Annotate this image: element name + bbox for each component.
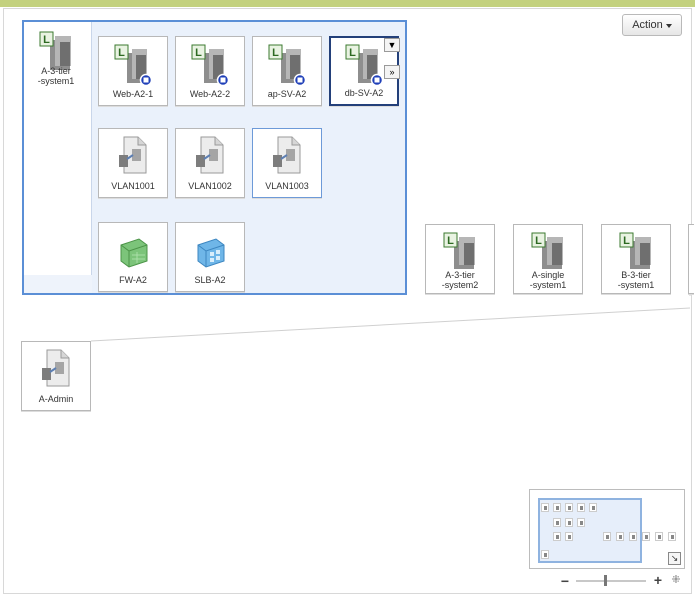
system-label-line2: -system1 bbox=[529, 280, 567, 290]
zoom-out-icon[interactable]: − bbox=[560, 573, 570, 589]
minimap-node bbox=[603, 532, 611, 541]
node-expand-button[interactable]: » bbox=[384, 65, 400, 79]
minimap-node bbox=[565, 503, 573, 512]
fit-to-screen-icon[interactable]: ⁜ bbox=[671, 574, 681, 586]
system-label: A-3-tier -system1 bbox=[22, 66, 90, 86]
minimap-node bbox=[577, 503, 585, 512]
action-menu-button[interactable]: Action bbox=[622, 14, 682, 36]
device-label: FW-A2 bbox=[119, 275, 147, 285]
system-label: A-3-tier -system2 bbox=[426, 270, 494, 290]
system-node-b-3-tier-system1[interactable]: L B-3-tier -system1 bbox=[601, 224, 671, 294]
system-label-line2: -system1 bbox=[617, 280, 655, 290]
minimap-node bbox=[668, 532, 676, 541]
svg-text:L: L bbox=[535, 235, 542, 247]
network-document-icon bbox=[119, 136, 147, 174]
system-label-line2: -system1 bbox=[37, 76, 75, 86]
minimap-node bbox=[589, 503, 597, 512]
vlan-label: VLAN1001 bbox=[111, 181, 155, 191]
system-label-line1: B-3-tier bbox=[621, 270, 651, 280]
l-server-icon: L bbox=[619, 232, 651, 269]
minimap-node bbox=[577, 518, 585, 527]
l-server-icon: L bbox=[191, 44, 230, 87]
device-node-slb-a2[interactable]: SLB-A2 bbox=[175, 222, 245, 292]
system-node-a-3-tier-system1[interactable]: L A-3-tier -system1 bbox=[22, 24, 90, 90]
network-document-icon bbox=[273, 136, 301, 174]
server-node-web-a2-1[interactable]: L Web-A2-1 bbox=[98, 36, 168, 106]
server-label: db-SV-A2 bbox=[344, 88, 384, 98]
minimap-node bbox=[629, 532, 637, 541]
svg-text:L: L bbox=[272, 47, 279, 59]
system-label: A-single -system1 bbox=[514, 270, 582, 290]
load-balancer-icon bbox=[197, 238, 225, 268]
vlan-node-vlan1001[interactable]: VLAN1001 bbox=[98, 128, 168, 198]
system-label-line1: A-3-tier bbox=[41, 66, 71, 76]
svg-text:L: L bbox=[349, 47, 356, 59]
minimap-node bbox=[553, 503, 561, 512]
l-server-icon: L bbox=[443, 232, 475, 269]
system-label-line1: A-3-tier bbox=[445, 270, 475, 280]
vlan-node-vlan1002[interactable]: VLAN1002 bbox=[175, 128, 245, 198]
minimap-node bbox=[565, 532, 573, 541]
network-document-icon bbox=[196, 136, 224, 174]
admin-node-a-admin[interactable]: A-Admin bbox=[21, 341, 91, 411]
admin-label: A-Admin bbox=[38, 394, 74, 404]
minimap-node bbox=[642, 532, 650, 541]
minimap-node bbox=[541, 550, 549, 559]
svg-text:L: L bbox=[118, 47, 125, 59]
vlan-node-vlan1003[interactable]: VLAN1003 bbox=[252, 128, 322, 198]
svg-text:L: L bbox=[195, 47, 202, 59]
group-header-footer bbox=[24, 275, 92, 293]
minimap-expand-icon[interactable]: ↘ bbox=[668, 552, 681, 565]
system-label-line2: -system2 bbox=[441, 280, 479, 290]
device-label: SLB-A2 bbox=[194, 275, 226, 285]
l-server-icon: L bbox=[39, 31, 71, 70]
vlan-label: VLAN1003 bbox=[265, 181, 309, 191]
zoom-slider-handle[interactable] bbox=[604, 575, 607, 586]
system-node-a-3-tier-system2[interactable]: L A-3-tier -system2 bbox=[425, 224, 495, 294]
system-label-line1: A-single bbox=[531, 270, 565, 280]
svg-text:L: L bbox=[447, 235, 454, 247]
action-button-label: Action bbox=[632, 19, 663, 31]
l-server-icon: L bbox=[531, 232, 563, 269]
server-label: ap-SV-A2 bbox=[267, 89, 307, 99]
minimap-node bbox=[616, 532, 624, 541]
minimap-node bbox=[553, 532, 561, 541]
l-server-icon: L bbox=[114, 44, 153, 87]
l-server-icon: L bbox=[268, 44, 307, 87]
top-accent-bar bbox=[0, 0, 695, 7]
system-node-offscreen[interactable] bbox=[688, 224, 694, 294]
system-label: B-3-tier -system1 bbox=[602, 270, 670, 290]
zoom-slider-track[interactable] bbox=[576, 580, 646, 582]
svg-text:L: L bbox=[623, 235, 630, 247]
node-dropdown-button[interactable]: ▼ bbox=[384, 38, 400, 52]
server-node-ap-sv-a2[interactable]: L ap-SV-A2 bbox=[252, 36, 322, 106]
l-server-icon: L bbox=[345, 44, 384, 87]
overview-minimap[interactable]: ↘ bbox=[529, 489, 685, 569]
system-node-a-single-system1[interactable]: L A-single -system1 bbox=[513, 224, 583, 294]
minimap-node bbox=[655, 532, 663, 541]
firewall-icon bbox=[120, 238, 148, 268]
minimap-node bbox=[553, 518, 561, 527]
zoom-in-icon[interactable]: + bbox=[653, 572, 663, 588]
server-label: Web-A2-2 bbox=[189, 89, 231, 99]
server-label: Web-A2-1 bbox=[112, 89, 154, 99]
svg-text:L: L bbox=[43, 34, 50, 46]
minimap-node bbox=[565, 518, 573, 527]
caret-down-icon bbox=[665, 23, 672, 28]
device-node-fw-a2[interactable]: FW-A2 bbox=[98, 222, 168, 292]
vlan-label: VLAN1002 bbox=[188, 181, 232, 191]
network-document-icon bbox=[42, 349, 70, 387]
server-node-web-a2-2[interactable]: L Web-A2-2 bbox=[175, 36, 245, 106]
minimap-node bbox=[541, 503, 549, 512]
